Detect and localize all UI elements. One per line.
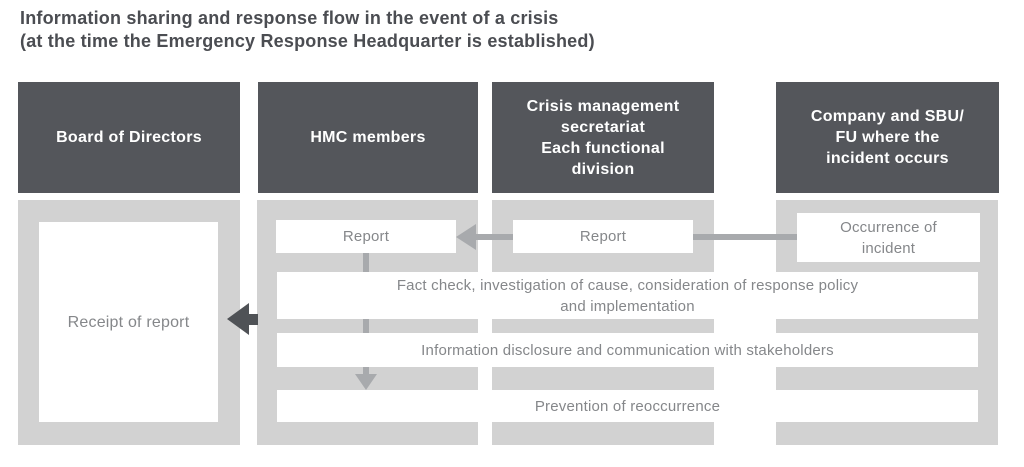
box-report-secretariat: Report (513, 220, 693, 253)
diagram-title-line1: Information sharing and response flow in… (20, 8, 559, 28)
box-occurrence-of-incident: Occurrence of incident (797, 213, 980, 262)
box-report-secretariat-label: Report (579, 228, 627, 245)
box-report-hmc: Report (276, 220, 456, 253)
diagram-title: Information sharing and response flow in… (20, 7, 595, 53)
box-information-disclosure-label: Information disclosure and communication… (421, 341, 834, 359)
box-prevention-label: Prevention of reoccurrence (534, 397, 721, 415)
arrow-down-icon (355, 374, 377, 390)
dark-arrow-left-icon (227, 303, 249, 335)
header-crisis-line1: Crisis management (526, 97, 680, 115)
box-receipt-of-report: Receipt of report (39, 222, 218, 422)
box-report-hmc-label: Report (342, 228, 390, 245)
header-hmc-label: HMC members (310, 129, 426, 146)
box-information-disclosure: Information disclosure and communication… (277, 333, 978, 367)
header-crisis-line2: secretariat (560, 118, 646, 136)
box-receipt-label: Receipt of report (67, 313, 190, 331)
box-fact-check-line2: and implementation (560, 297, 695, 315)
header-crisis-secretariat: Crisis management secretariat Each funct… (492, 82, 714, 193)
arrow-left-icon (456, 224, 476, 250)
header-hmc-members: HMC members (258, 82, 478, 193)
diagram-title-line2: (at the time the Emergency Response Head… (20, 31, 595, 51)
header-company-line1: Company and SBU/ (810, 108, 965, 125)
box-fact-check-line1: Fact check, investigation of cause, cons… (396, 276, 859, 294)
header-company-line2: FU where the (835, 129, 940, 146)
header-board-of-directors: Board of Directors (18, 82, 240, 193)
box-occurrence-line1: Occurrence of (840, 218, 937, 236)
box-prevention-of-reoccurrence: Prevention of reoccurrence (277, 390, 978, 422)
header-company-label: Company and SBU/ FU where the incident o… (811, 106, 964, 169)
header-crisis-line4: division (571, 160, 635, 178)
box-occurrence-line2: incident (861, 239, 916, 257)
box-fact-check: Fact check, investigation of cause, cons… (277, 272, 978, 319)
box-occurrence-label: Occurrence of incident (840, 217, 937, 259)
box-fact-check-label: Fact check, investigation of cause, cons… (397, 275, 858, 317)
header-company-sbu-fu: Company and SBU/ FU where the incident o… (776, 82, 999, 193)
header-crisis-label: Crisis management secretariat Each funct… (527, 96, 680, 180)
header-company-line3: incident occurs (826, 150, 949, 167)
board-escalation-arrow-tail (249, 314, 258, 325)
header-board-label: Board of Directors (56, 129, 202, 146)
header-crisis-line3: Each functional (541, 139, 665, 157)
